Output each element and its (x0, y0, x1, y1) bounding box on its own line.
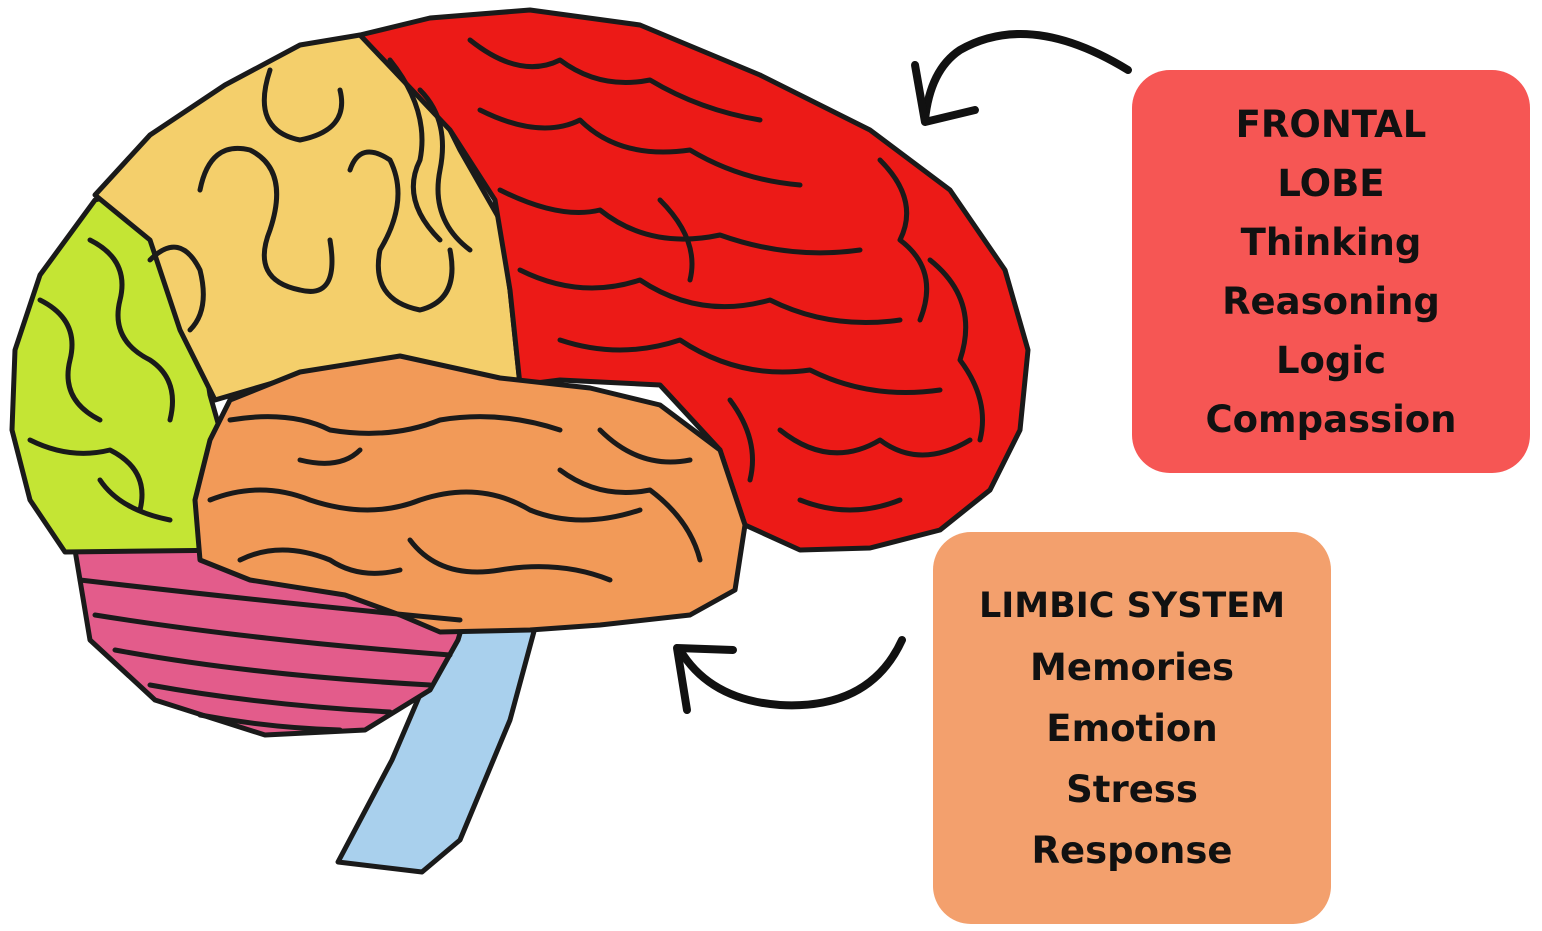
frontal-item-reasoning: Reasoning (1222, 272, 1440, 331)
frontal-lobe-label-box: FRONTAL LOBE Thinking Reasoning Logic Co… (1132, 70, 1530, 473)
frontal-title-line2: LOBE (1277, 154, 1384, 213)
frontal-title-line1: FRONTAL (1236, 95, 1427, 154)
limbic-title: LIMBIC SYSTEM (979, 576, 1285, 637)
limbic-item-response: Response (1032, 820, 1233, 881)
frontal-item-logic: Logic (1276, 331, 1386, 390)
limbic-item-memories: Memories (1030, 637, 1234, 698)
frontal-arrow (915, 34, 1128, 122)
limbic-arrow (677, 640, 902, 710)
frontal-item-compassion: Compassion (1205, 390, 1456, 449)
limbic-system-label-box: LIMBIC SYSTEM Memories Emotion Stress Re… (933, 532, 1331, 924)
limbic-item-stress: Stress (1066, 759, 1198, 820)
frontal-item-thinking: Thinking (1241, 213, 1422, 272)
limbic-item-emotion: Emotion (1046, 698, 1217, 759)
curved-arrow-icon (925, 34, 1128, 120)
